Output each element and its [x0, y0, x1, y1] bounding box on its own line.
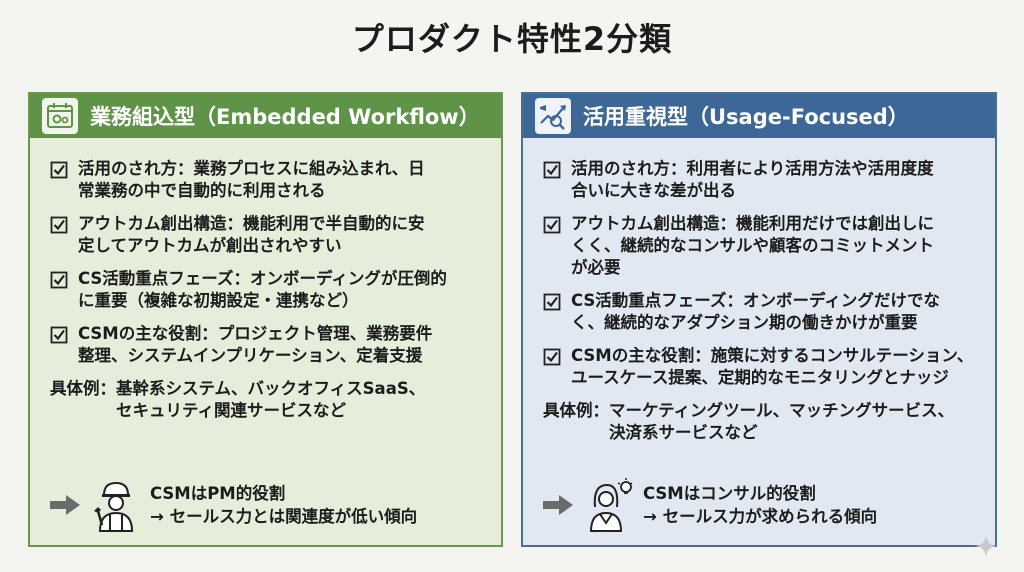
point-line: CS活動重点フェーズ：オンボーディングが圧倒的	[78, 269, 447, 288]
usage-focused-panel: 活用重視型（Usage-Focused） 活用のされ方：利用者により活用方法や活…	[521, 92, 997, 547]
point-item: アウトカム創出構造：機能利用で半自動的に安定してアウトカムが創出されやすい	[50, 213, 487, 257]
role-title: CSMはPM的役割	[150, 484, 286, 503]
arrow-right-icon	[50, 495, 80, 515]
point-text: CSMの主な役割：施策に対するコンサルテーション、ユースケース提案、定期的なモニ…	[571, 345, 973, 389]
point-line: 活用のされ方：業務プロセスに組み込まれ、日	[78, 159, 425, 178]
point-line: CSMの主な役割：プロジェクト管理、業務要件	[78, 324, 433, 343]
embedded-workflow-header: 業務組込型（Embedded Workflow）	[30, 94, 501, 138]
gear-calendar-icon	[42, 98, 78, 134]
example-line: 決済系サービスなど	[609, 423, 758, 442]
role-title: CSMはコンサル的役割	[643, 484, 816, 503]
point-line: CSMの主な役割：施策に対するコンサルテーション、	[571, 346, 974, 365]
point-text: アウトカム創出構造：機能利用だけでは創出しにくく、継続的なコンサルや顧客のコミッ…	[571, 213, 934, 279]
point-item: アウトカム創出構造：機能利用だけでは創出しにくく、継続的なコンサルや顧客のコミッ…	[543, 213, 981, 279]
example-line: セキュリティ関連サービスなど	[116, 401, 347, 420]
point-item: CSMの主な役割：プロジェクト管理、業務要件整理、システムインプリケーション、定…	[50, 323, 487, 367]
embedded-examples: 具体例： 基幹系システム、バックオフィスSaaS、 セキュリティ関連サービスなど	[30, 378, 501, 422]
point-line: く、継続的なアダプション期の働きかけが重要	[571, 313, 918, 332]
point-line: に重要（複雑な初期設定・連携など）	[78, 291, 359, 310]
role-note: → セールス力とは関連度が低い傾向	[150, 507, 418, 526]
point-item: CS活動重点フェーズ：オンボーディングだけでなく、継続的なアダプション期の働きか…	[543, 290, 981, 334]
checkbox-checked-icon	[543, 348, 561, 366]
embedded-workflow-points: 活用のされ方：業務プロセスに組み込まれ、日常業務の中で自動的に利用されるアウトカ…	[30, 138, 501, 367]
examples-label: 具体例：	[50, 379, 116, 398]
point-text: 活用のされ方：利用者により活用方法や活用度度合いに大きな差が出る	[571, 158, 934, 202]
usage-focused-points: 活用のされ方：利用者により活用方法や活用度度合いに大きな差が出るアウトカム創出構…	[523, 138, 995, 389]
usage-focused-heading: 活用重視型（Usage-Focused）	[583, 105, 909, 129]
point-line: 整理、システムインプリケーション、定着支援	[78, 346, 423, 365]
usage-focused-header: 活用重視型（Usage-Focused）	[523, 94, 995, 138]
checkbox-checked-icon	[50, 326, 68, 344]
point-text: 活用のされ方：業務プロセスに組み込まれ、日常業務の中で自動的に利用される	[78, 158, 425, 202]
point-line: くく、継続的なコンサルや顧客のコミットメント	[571, 236, 934, 255]
embedded-workflow-heading: 業務組込型（Embedded Workflow）	[90, 105, 480, 129]
point-text: CS活動重点フェーズ：オンボーディングが圧倒的に重要（複雑な初期設定・連携など）	[78, 268, 447, 312]
point-item: 活用のされ方：利用者により活用方法や活用度度合いに大きな差が出る	[543, 158, 981, 202]
checkbox-checked-icon	[543, 161, 561, 179]
example-line: マーケティングツール、マッチングサービス、	[609, 401, 955, 420]
checkbox-checked-icon	[543, 216, 561, 234]
role-note: → セールス力が求められる傾向	[643, 507, 878, 526]
point-line: が必要	[571, 258, 621, 277]
checkbox-checked-icon	[50, 271, 68, 289]
point-line: 常業務の中で自動的に利用される	[78, 181, 326, 200]
page-title: プロダクト特性2分類	[351, 20, 673, 58]
usage-role: CSMはコンサル的役割 → セールス力が求められる傾向	[543, 477, 877, 533]
embedded-workflow-panel: 業務組込型（Embedded Workflow） 活用のされ方：業務プロセスに組…	[28, 92, 503, 547]
point-line: 活用のされ方：利用者により活用方法や活用度度	[571, 159, 934, 178]
engineer-icon	[94, 481, 134, 532]
point-text: CSMの主な役割：プロジェクト管理、業務要件整理、システムインプリケーション、定…	[78, 323, 432, 367]
embedded-role: CSMはPM的役割 → セールス力とは関連度が低い傾向	[50, 477, 417, 533]
checkbox-checked-icon	[50, 161, 68, 179]
point-line: ユースケース提案、定期的なモニタリングとナッジ	[571, 368, 949, 387]
sparkle-icon	[975, 535, 997, 557]
point-item: CS活動重点フェーズ：オンボーディングが圧倒的に重要（複雑な初期設定・連携など）	[50, 268, 487, 312]
point-item: 活用のされ方：業務プロセスに組み込まれ、日常業務の中で自動的に利用される	[50, 158, 487, 202]
example-line: 基幹系システム、バックオフィスSaaS、	[116, 379, 426, 398]
consultant-lightbulb-icon	[589, 478, 633, 532]
usage-examples: 具体例： マーケティングツール、マッチングサービス、 決済系サービスなど	[523, 400, 995, 444]
point-text: CS活動重点フェーズ：オンボーディングだけでなく、継続的なアダプション期の働きか…	[571, 290, 940, 334]
arrow-right-icon	[543, 495, 573, 515]
point-line: アウトカム創出構造：機能利用で半自動的に安	[78, 214, 425, 233]
checkbox-checked-icon	[50, 216, 68, 234]
point-line: アウトカム創出構造：機能利用だけでは創出しに	[571, 214, 934, 233]
examples-label: 具体例：	[543, 401, 609, 420]
checkbox-checked-icon	[543, 293, 561, 311]
point-line: CS活動重点フェーズ：オンボーディングだけでな	[571, 291, 940, 310]
point-line: 合いに大きな差が出る	[571, 181, 736, 200]
point-text: アウトカム創出構造：機能利用で半自動的に安定してアウトカムが創出されやすい	[78, 213, 425, 257]
point-item: CSMの主な役割：施策に対するコンサルテーション、ユースケース提案、定期的なモニ…	[543, 345, 981, 389]
growth-analytics-icon	[535, 98, 571, 134]
point-line: 定してアウトカムが創出されやすい	[78, 236, 342, 255]
